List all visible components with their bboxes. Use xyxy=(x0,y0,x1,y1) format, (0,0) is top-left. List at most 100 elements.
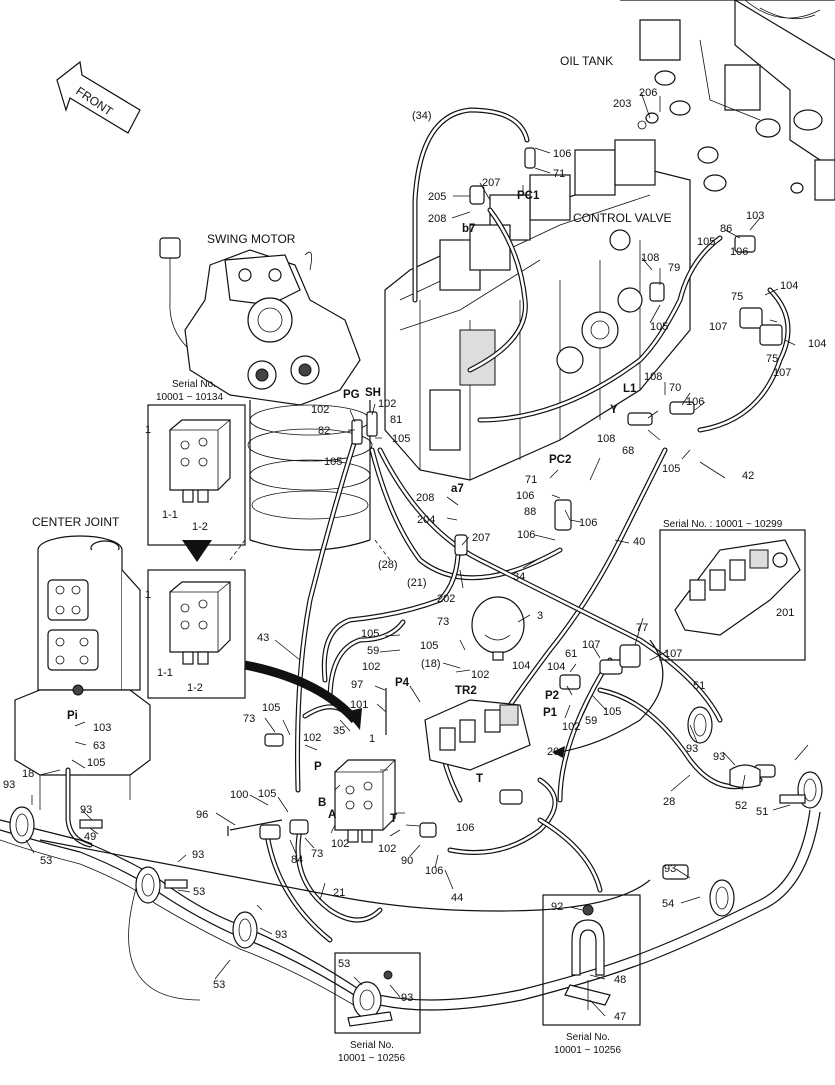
callout: 18 xyxy=(22,768,34,780)
callout: 107 xyxy=(709,321,727,333)
callout: 107 xyxy=(664,648,682,660)
callout: 51 xyxy=(756,806,768,818)
callout: 52 xyxy=(735,800,747,812)
port-pi: Pi xyxy=(67,710,78,722)
callout: 73 xyxy=(437,616,449,628)
callout: 40 xyxy=(633,536,645,548)
callout: 104 xyxy=(547,661,565,673)
solenoid-block-201 xyxy=(424,699,531,771)
callout: 21 xyxy=(333,887,345,899)
callout: 104 xyxy=(808,338,826,350)
callout: 202 xyxy=(437,593,455,605)
down-arrow-icon xyxy=(182,540,212,562)
callout: 102 xyxy=(471,669,489,681)
port-pc2: PC2 xyxy=(549,454,571,466)
callout: 28 xyxy=(663,796,675,808)
port-t2: T xyxy=(476,773,483,785)
callout: 201 xyxy=(547,746,565,758)
callout: 93 xyxy=(401,992,413,1004)
inset-pointer-arrowhead xyxy=(345,708,362,730)
clamp-right-serial-line1: Serial No. xyxy=(566,1032,610,1043)
callout: 105 xyxy=(697,236,715,248)
headers: OIL TANK SWING MOTOR CONTROL VALVE CENTE… xyxy=(32,54,671,529)
callout: 61 xyxy=(565,648,577,660)
clamp-left-serial-line2: 10001 ~ 10256 xyxy=(338,1053,405,1064)
callout: 105 xyxy=(392,433,410,445)
center-joint-label: CENTER JOINT xyxy=(32,515,120,529)
callout: 93 xyxy=(192,849,204,861)
callout: 105 xyxy=(420,640,438,652)
callout: 90 xyxy=(401,855,413,867)
swing-motor-drawing xyxy=(159,237,391,561)
callout: 208 xyxy=(416,492,434,504)
callout: 51 xyxy=(693,680,705,692)
clamp-left-serial-line1: Serial No. xyxy=(350,1040,394,1051)
callout: 102 xyxy=(562,721,580,733)
clamp-right-serial-line2: 10001 ~ 10256 xyxy=(554,1045,621,1056)
callout: 1 xyxy=(145,589,151,601)
callout: 53 xyxy=(193,886,205,898)
inset-clamp-right xyxy=(542,894,641,1026)
callout: 103 xyxy=(746,210,764,222)
oil-tank-label: OIL TANK xyxy=(560,54,613,68)
callout: 102 xyxy=(303,732,321,744)
port-b: B xyxy=(318,797,326,809)
callout: 102 xyxy=(362,661,380,673)
callout: 79 xyxy=(668,262,680,274)
port-labels: PG SH PC1 PC2 b7 a7 L1 Y Pi P A B T T P4… xyxy=(67,190,637,825)
callout: 68 xyxy=(622,445,634,457)
callout: 106 xyxy=(456,822,474,834)
callout: 75 xyxy=(731,291,743,303)
callout: 63 xyxy=(93,740,105,752)
callout: 108 xyxy=(644,371,662,383)
callout: 106 xyxy=(579,517,597,529)
callout: (18) xyxy=(421,658,441,670)
callout: 108 xyxy=(597,433,615,445)
inset-solenoid-valve xyxy=(659,529,806,661)
callout: 105 xyxy=(262,702,280,714)
callout: 207 xyxy=(482,177,500,189)
port-a: A xyxy=(328,809,336,821)
callout: 107 xyxy=(773,367,791,379)
callout: 105 xyxy=(662,463,680,475)
port-sh: SH xyxy=(365,387,381,399)
port-b7: b7 xyxy=(462,223,475,235)
solenoid-pointer-line xyxy=(559,639,664,753)
callout: 106 xyxy=(425,865,443,877)
port-p2: P2 xyxy=(545,690,559,702)
callout: 206 xyxy=(639,87,657,99)
control-valve-label: CONTROL VALVE xyxy=(573,211,671,225)
callout: 35 xyxy=(333,725,345,737)
callout: 105 xyxy=(258,788,276,800)
callout: 82 xyxy=(318,425,330,437)
port-p4: P4 xyxy=(395,677,410,689)
callout: 105 xyxy=(87,757,105,769)
inset-pointer-arrow xyxy=(244,660,359,724)
port-y: Y xyxy=(610,404,618,416)
solenoid-serial: Serial No. : 10001 ~ 10299 xyxy=(663,519,783,530)
callout: 208 xyxy=(428,213,446,225)
port-tr2: TR2 xyxy=(455,685,477,697)
callout: 47 xyxy=(614,1011,626,1023)
callout: 53 xyxy=(213,979,225,991)
callout: 102 xyxy=(331,838,349,850)
callout: 73 xyxy=(311,848,323,860)
callout: 103 xyxy=(93,722,111,734)
callout: 1-2 xyxy=(187,682,203,694)
callout: 204 xyxy=(417,514,435,526)
callout: 105 xyxy=(603,706,621,718)
block-1-main xyxy=(334,759,396,843)
callout: 105 xyxy=(650,321,668,333)
port-p: P xyxy=(314,761,322,773)
serial-labels: Serial No. 10001 ~ 10134 Serial No. : 10… xyxy=(156,379,783,1064)
callout: 1-1 xyxy=(162,509,178,521)
callout: 71 xyxy=(553,168,565,180)
callout: 105 xyxy=(361,628,379,640)
callout: (28) xyxy=(378,559,398,571)
callout: 77 xyxy=(636,622,648,634)
callout: 207 xyxy=(472,532,490,544)
port-pc1: PC1 xyxy=(517,190,540,202)
callout: 104 xyxy=(512,660,530,672)
